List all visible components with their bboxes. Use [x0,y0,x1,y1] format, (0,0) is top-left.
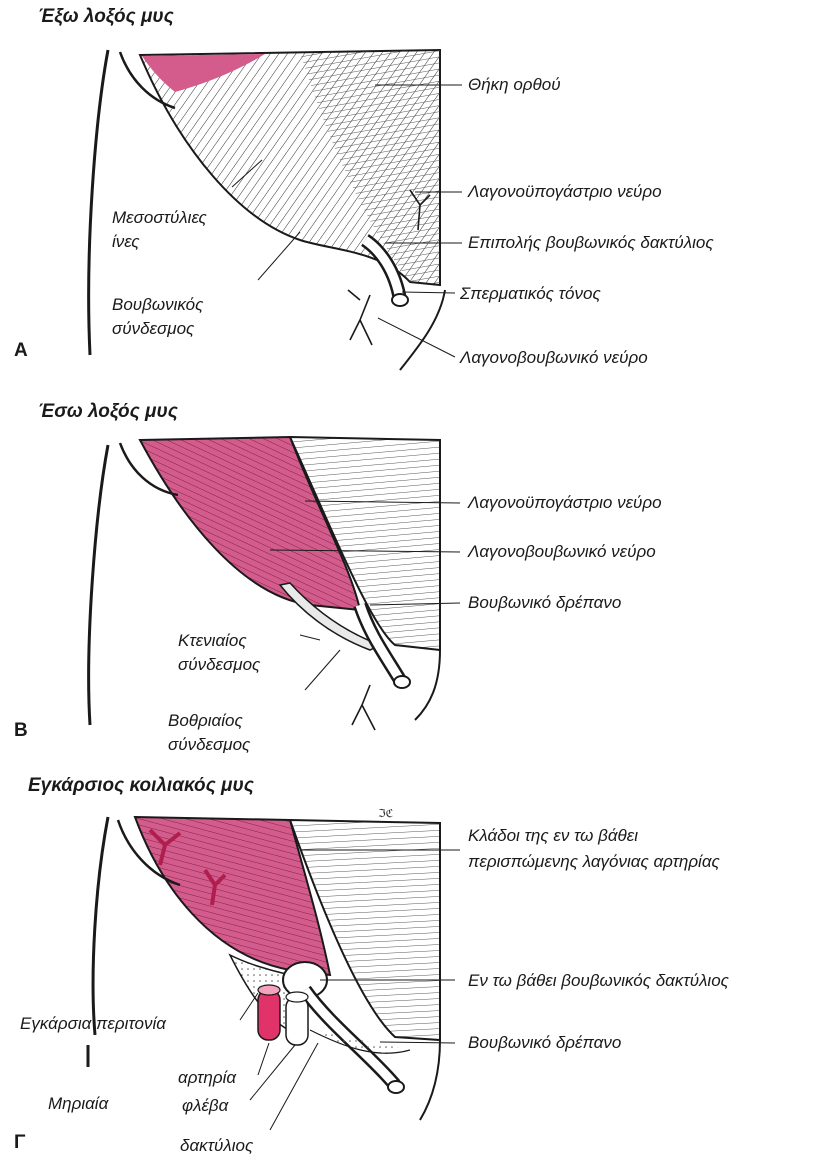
label-femoral-artery: αρτηρία [178,1067,236,1088]
panel-b-letter: Β [14,720,28,742]
label-ilioinguinal-nerve: Λαγονοβουβωνικό νεύρο [460,347,648,368]
panel-a-letter: A [14,340,28,362]
label-lacunar-ligament-1: Βοθριαίος [168,710,243,731]
label-pectineal-ligament-2: σύνδεσμος [178,654,260,675]
panel-c-illustration: ℑℭ [0,775,827,1162]
label-intercrural-fibers-2: ίνες [112,231,140,252]
body-contour [89,50,108,355]
label-pectineal-ligament-1: Κτενιαίος [178,630,247,651]
label-iliohypogastric-nerve-b: Λαγονοϋπογάστριο νεύρο [468,492,662,513]
label-spermatic-cord: Σπερματικός τόνος [460,283,601,304]
label-femoral-ring: δακτύλιος [180,1135,253,1156]
label-artery-branches-1: Κλάδοι της εν τω βάθει [468,825,638,846]
panel-c-letter: Γ [14,1132,25,1154]
panel-b: Έσω λοξός μυς Β Λαγονοϋπογάστριο νεύρο Λ… [0,395,827,770]
label-rectus-sheath: Θήκη ορθού [468,74,561,95]
label-inguinal-ligament-1: Βουβωνικός [112,294,203,315]
label-inguinal-ligament-2: σύνδεσμος [112,318,194,339]
femoral-artery [258,990,280,1040]
panel-c-title: Εγκάρσιος κοιλιακός μυς [28,775,254,797]
label-superficial-ring: Επιπολής βουβωνικός δακτύλιος [468,232,714,253]
artist-signature: ℑℭ [378,808,394,820]
panel-a-title: Έξω λοξός μυς [38,6,174,28]
panel-c: ℑℭ Εγκάρσιος κοιλιακός μυς Γ Κλάδοι της … [0,775,827,1162]
label-ilioinguinal-nerve-b: Λαγονοβουβωνικό νεύρο [468,541,656,562]
label-conjoint-falx-b: Βουβωνικό δρέπανο [468,592,621,613]
label-iliohypogastric-nerve: Λαγονοϋπογάστριο νεύρο [468,181,662,202]
label-intercrural-fibers-1: Μεσοστύλιες [112,207,207,228]
panel-a: Έξω λοξός μυς A Θήκη ορθού Λαγονοϋπογάστ… [0,0,827,390]
label-conjoint-falx-c: Βουβωνικό δρέπανο [468,1032,621,1053]
panel-b-illustration [0,395,827,770]
label-deep-inguinal-ring: Εν τω βάθει βουβωνικός δακτύλιος [468,970,729,991]
femoral-vein [286,997,308,1045]
panel-b-title: Έσω λοξός μυς [38,401,178,423]
label-femoral-vein: φλέβα [182,1095,228,1116]
label-lacunar-ligament-2: σύνδεσμος [168,734,250,755]
label-artery-branches-2: περισπώμενης λαγόνιας αρτηρίας [468,851,720,872]
label-femoral: Μηριαία [48,1093,108,1114]
label-transversalis-fascia: Εγκάρσια περιτονία [20,1013,166,1034]
